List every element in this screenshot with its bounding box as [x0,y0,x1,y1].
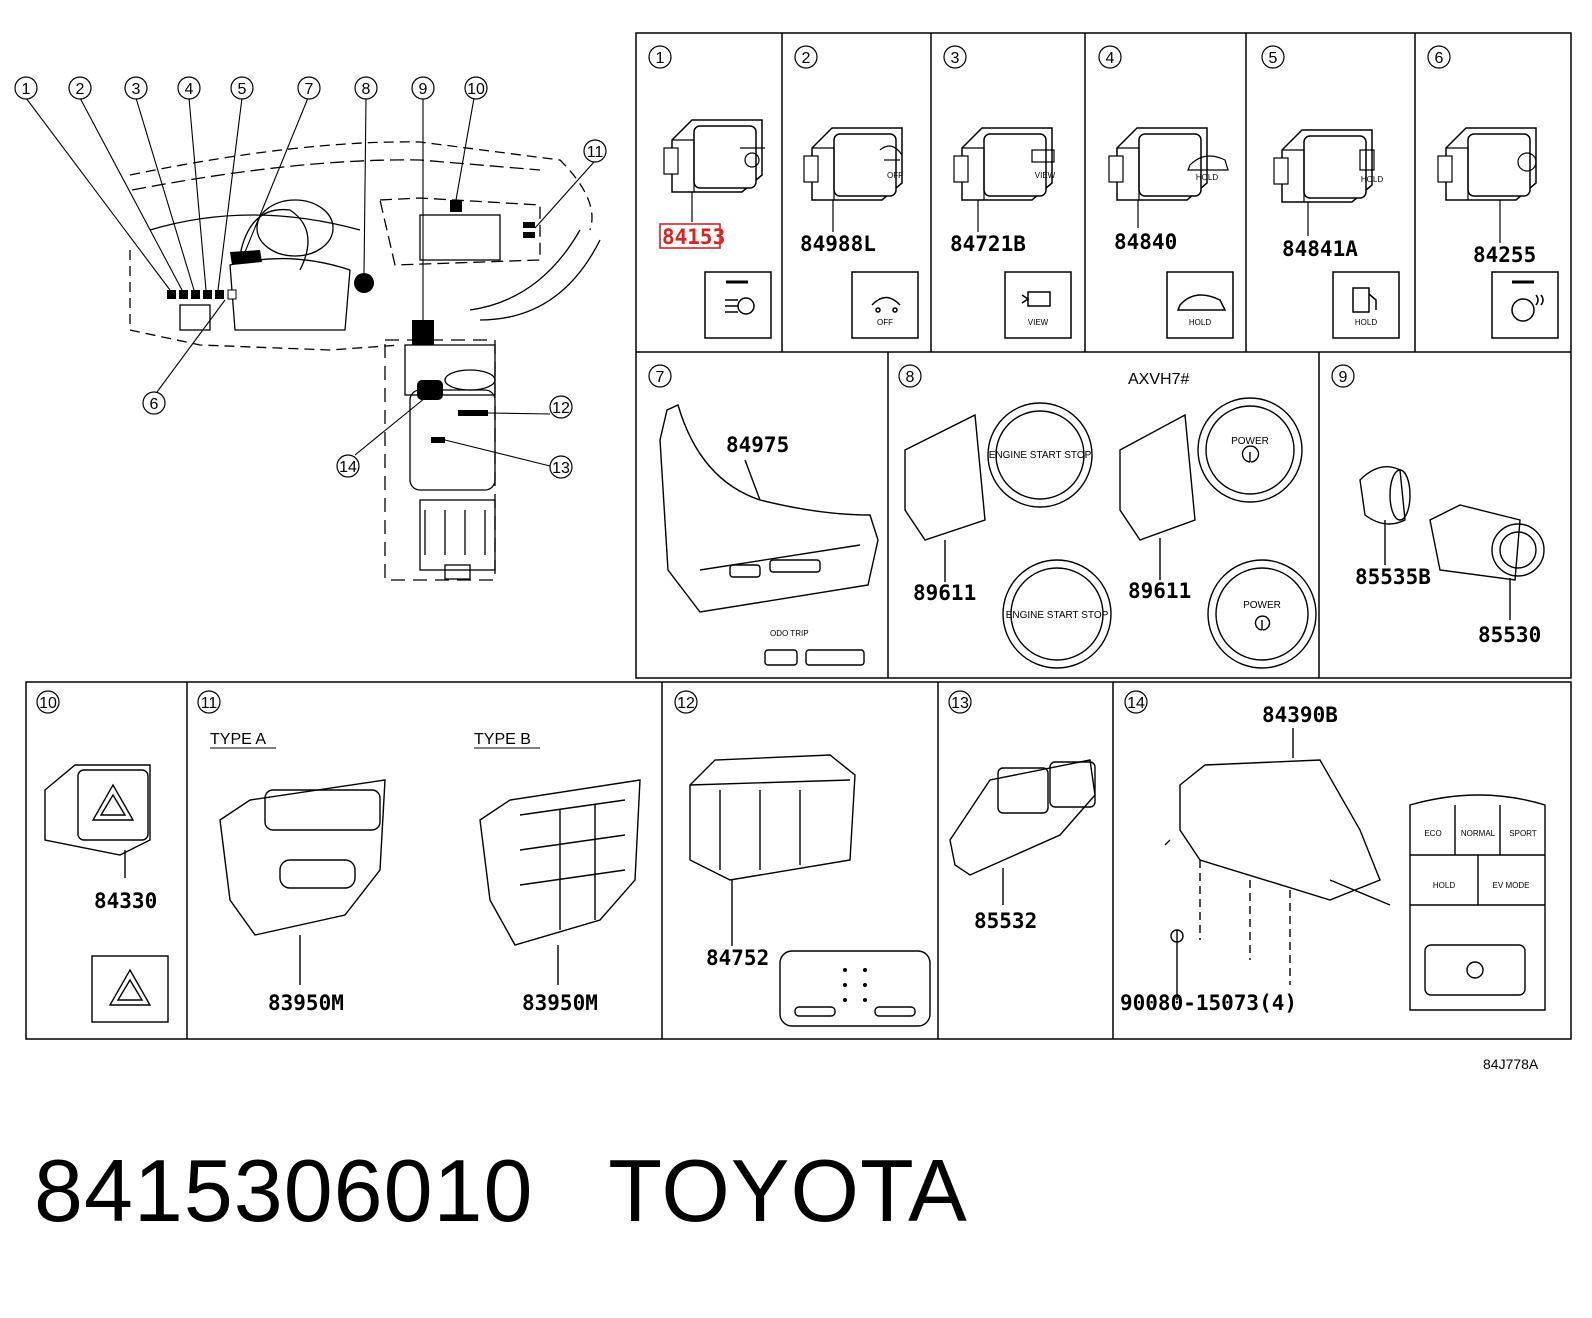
overview-markers [167,200,535,443]
footer-title: 8415306010 TOYOTA [34,1140,968,1242]
bolt-part-number: 90080-15073(4) [1120,991,1297,1015]
part-number: 85530 [1478,623,1541,647]
power-text: POWER [1231,436,1269,447]
overview-callout: 12 [552,400,570,417]
engine-start-stop-text: ENGINE START STOP [989,450,1092,461]
diagram-code: 84J778A [1483,1056,1539,1072]
switch-face-text: HOLD [1361,175,1383,184]
switch-face-text: OFF [887,171,903,180]
panel-number: 4 [1106,50,1115,67]
panel-9-drawing [1359,466,1545,620]
part-number: 89611 [1128,579,1191,603]
part-number: 85532 [974,909,1037,933]
footer-brand: TOYOTA [608,1141,968,1240]
part-number: 83950M [268,991,344,1015]
type-label: TYPE A [210,731,266,748]
icon-box-text: HOLD [1355,318,1377,327]
overview-callout: 6 [150,396,159,413]
odo-trip-label: ODO TRIP [770,629,809,638]
panel-number: 3 [951,50,960,67]
panel-7-drawing [659,404,879,666]
icon-boxes-top-row [704,271,1559,339]
icon-box-glyphs [725,280,1544,322]
overview-callout: 10 [467,81,485,98]
footer-part-number: 8415306010 [34,1141,534,1240]
overview-callout: 7 [305,81,314,98]
switch-face-text: HOLD [1196,173,1218,182]
panel-12-dots [843,968,867,1002]
overview-callout: 5 [238,81,247,98]
switch-face-glyphs [740,145,1537,172]
mode-label: ECO [1424,829,1441,838]
mode-label: NORMAL [1461,829,1496,838]
part-number: 84975 [726,433,789,457]
dashboard-overview [129,141,601,581]
part-number: 84841A [1282,237,1358,261]
ev-mode-label: EV MODE [1493,881,1530,890]
overview-leaders [25,97,595,467]
panel-number: 11 [201,695,218,712]
part-number-highlighted: 84153 [662,225,725,249]
panel-14-drawing [1164,728,1546,1011]
panel-number: 12 [677,695,695,712]
panel-10-drawing [44,764,169,1023]
icon-box-text: OFF [877,318,893,327]
overview-callout: 2 [76,81,85,98]
overview-callout: 9 [419,81,428,98]
overview-callout: 1 [22,81,31,98]
panel-12-drawing [689,754,931,1027]
switch-drawings-top-row [663,119,1537,203]
part-number: 84390B [1262,703,1338,727]
leader-lines-top-row [691,192,1501,243]
icon-box-text: HOLD [1189,318,1211,327]
part-number: 84988L [800,232,876,256]
panel-number: 10 [39,695,57,712]
panel-number: 7 [656,369,665,386]
panel-number: 5 [1269,50,1278,67]
engine-start-stop-text: ENGINE START STOP [1006,610,1109,621]
panel-number: 6 [1435,50,1444,67]
highlight-box [659,223,721,249]
switch-face-text: VIEW [1035,171,1056,180]
overview-callout: 13 [552,460,570,477]
part-number: 84840 [1114,230,1177,254]
panel-11-drawing [219,779,641,985]
type-label: TYPE B [474,731,531,748]
overview-callout: 11 [587,144,604,161]
mode-label: SPORT [1509,829,1537,838]
part-number: 84255 [1473,243,1536,267]
part-number: 84752 [706,946,769,970]
part-number: 83950M [522,991,598,1015]
part-number: 84330 [94,889,157,913]
overview-callout: 14 [339,459,357,476]
panel-number-circles [36,45,1451,714]
panel-number: 8 [906,369,915,386]
panel-number: 14 [1127,695,1145,712]
panel-number: 13 [951,695,969,712]
icon-box-text: VIEW [1028,318,1049,327]
part-number: 84721B [950,232,1026,256]
panel-grid [25,32,1572,1040]
hold-label: HOLD [1433,881,1455,890]
panel-number: 1 [656,50,665,67]
variant-label: AXVH7# [1128,371,1189,388]
panel-13-drawing [949,759,1096,905]
overview-callouts [14,76,607,479]
panel-8-drawing [904,397,1317,669]
part-number: 89611 [913,581,976,605]
power-text: POWER [1243,600,1281,611]
part-number: 85535B [1355,565,1431,589]
overview-callout: 4 [185,81,194,98]
panel-number: 2 [802,50,811,67]
overview-callout: 3 [132,81,141,98]
panel-number: 9 [1339,369,1348,386]
overview-callout: 8 [362,81,371,98]
